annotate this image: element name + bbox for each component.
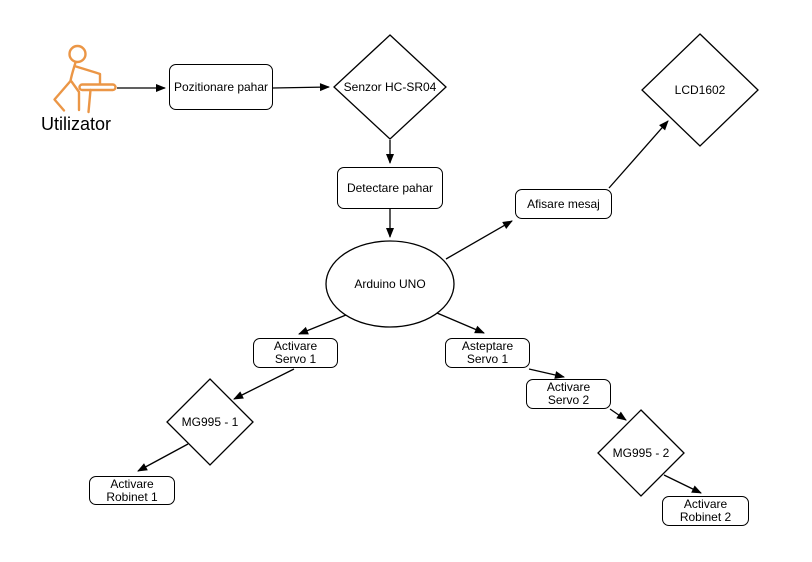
person-at-table-icon — [53, 44, 117, 114]
edge-pozitionare-pahar-to-senzor-hcsr04 — [272, 83, 330, 92]
actor-table-leg — [87, 88, 92, 114]
node-activare-robinet1-label: Activare Robinet 1 — [106, 476, 158, 504]
node-arduino-uno-shape — [325, 240, 455, 328]
edge-arduino-uno-to-asteptare-servo1 — [436, 312, 485, 334]
node-senzor-hcsr04-shape — [333, 34, 447, 140]
actor-back-leg — [53, 79, 72, 112]
edge-activare-servo1-to-mg995-1 — [233, 368, 295, 400]
edge-afisare-mesaj-to-lcd1602 — [608, 120, 669, 189]
node-pozitionare-pahar-label: Pozitionare pahar — [173, 79, 269, 94]
node-detectare-pahar: Detectare pahar — [337, 167, 443, 209]
edge-mg995-2-to-activare-robinet2 — [663, 474, 702, 494]
node-mg995-2-shape — [597, 409, 685, 497]
node-asteptare-servo1: Asteptare Servo 1 — [445, 338, 530, 368]
node-mg995-1-shape — [166, 378, 254, 466]
actor-front-leg — [70, 80, 81, 112]
node-activare-servo1: Activare Servo 1 — [253, 338, 338, 368]
node-detectare-pahar-label: Detectare pahar — [346, 180, 434, 195]
node-afisare-mesaj: Afisare mesaj — [515, 189, 612, 219]
node-lcd1602-shape — [641, 33, 759, 147]
node-activare-servo2-label: Activare Servo 2 — [546, 380, 591, 407]
actor-arm — [74, 65, 102, 86]
node-asteptare-servo1-label: Asteptare Servo 1 — [461, 339, 514, 366]
node-activare-servo2: Activare Servo 2 — [526, 379, 611, 409]
node-activare-servo1-label: Activare Servo 1 — [273, 339, 318, 366]
node-pozitionare-pahar: Pozitionare pahar — [169, 64, 273, 110]
actor-label: Utilizator — [40, 114, 111, 134]
edge-arduino-uno-to-activare-servo1 — [298, 314, 347, 335]
node-afisare-mesaj-label: Afisare mesaj — [527, 196, 600, 211]
edge-activare-servo2-to-mg995-2 — [609, 408, 627, 421]
edge-mg995-1-to-activare-robinet1 — [137, 443, 189, 472]
node-activare-robinet2-label: Activare Robinet 2 — [679, 497, 732, 524]
node-activare-robinet2: Activare Robinet 2 — [662, 496, 749, 526]
actor-torso — [69, 61, 77, 83]
node-activare-robinet1: Activare Robinet 1 — [89, 476, 175, 505]
edge-asteptare-servo1-to-activare-servo2 — [528, 368, 565, 379]
actor-table-top — [78, 83, 117, 92]
edge-arduino-uno-to-afisare-mesaj — [445, 220, 513, 260]
actor-head — [68, 44, 87, 64]
